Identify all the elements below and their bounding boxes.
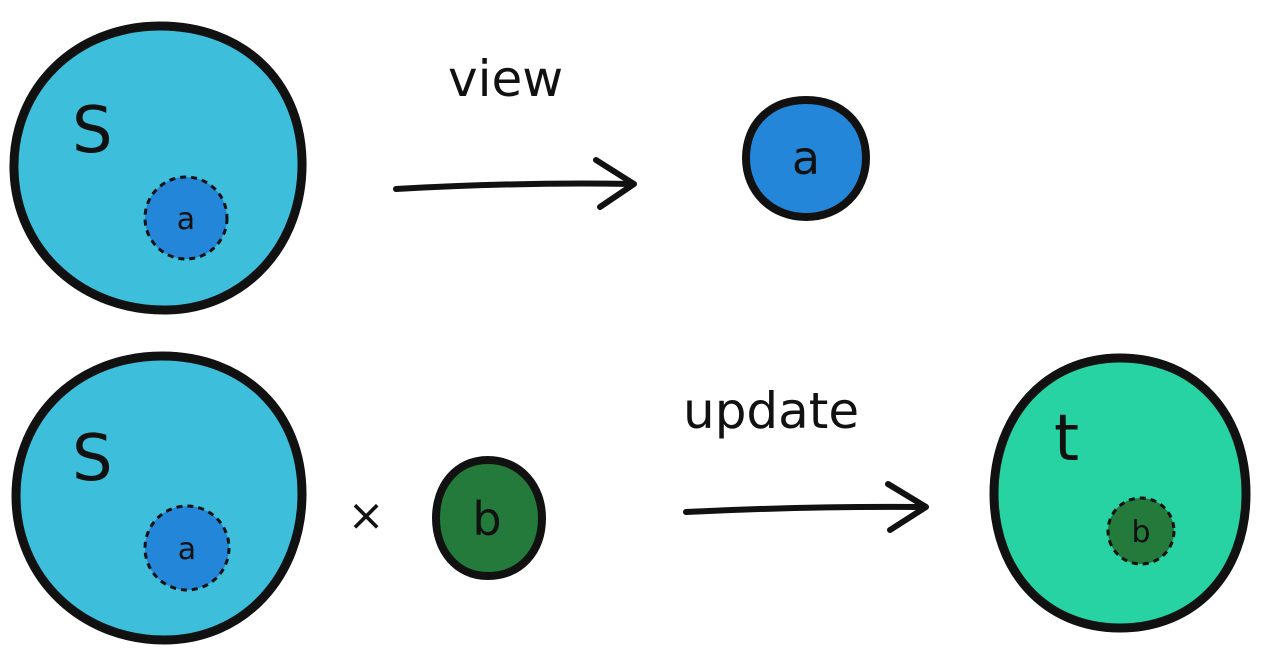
update-arrow — [683, 481, 929, 533]
top-target-a-label: a — [792, 131, 820, 185]
top-source-set: S a — [9, 21, 307, 315]
top-source-label: S — [72, 94, 113, 168]
view-arrow-shaft — [393, 180, 635, 192]
bottom-target-set: t b — [989, 353, 1251, 633]
bottom-row: S a × b update t b — [11, 351, 1251, 645]
bottom-input-b: b — [431, 455, 547, 581]
view-arrow — [393, 157, 637, 210]
update-arrow-shaft — [683, 503, 927, 515]
top-source-subset: a — [143, 175, 229, 261]
bottom-source-subset-circle — [143, 504, 231, 592]
update-arrow-head — [885, 481, 929, 533]
bottom-input-b-label: b — [472, 492, 501, 546]
bottom-target-label: t — [1054, 402, 1079, 476]
bottom-source-set-circle — [11, 351, 307, 645]
update-arrow-label: update — [683, 382, 859, 440]
bottom-source-subset: a — [143, 504, 231, 592]
top-row: S a view a — [9, 21, 871, 315]
top-source-subset-label: a — [177, 202, 195, 237]
top-target-a-circle — [741, 95, 871, 222]
top-target-a: a — [741, 95, 871, 222]
view-arrow-label: view — [448, 50, 563, 108]
view-arrow-head — [593, 157, 637, 210]
bottom-target-subset-circle — [1106, 496, 1176, 566]
bottom-source-set: S a — [11, 351, 307, 645]
bottom-target-subset: b — [1106, 496, 1176, 566]
bottom-source-subset-label: a — [178, 532, 196, 567]
bottom-source-label: S — [72, 422, 113, 496]
bottom-target-set-circle — [989, 353, 1251, 633]
bottom-target-subset-label: b — [1131, 515, 1150, 550]
top-source-subset-circle — [143, 175, 229, 261]
top-source-set-circle — [9, 21, 307, 315]
product-operator: × — [348, 490, 385, 541]
bottom-input-b-circle — [431, 455, 547, 581]
